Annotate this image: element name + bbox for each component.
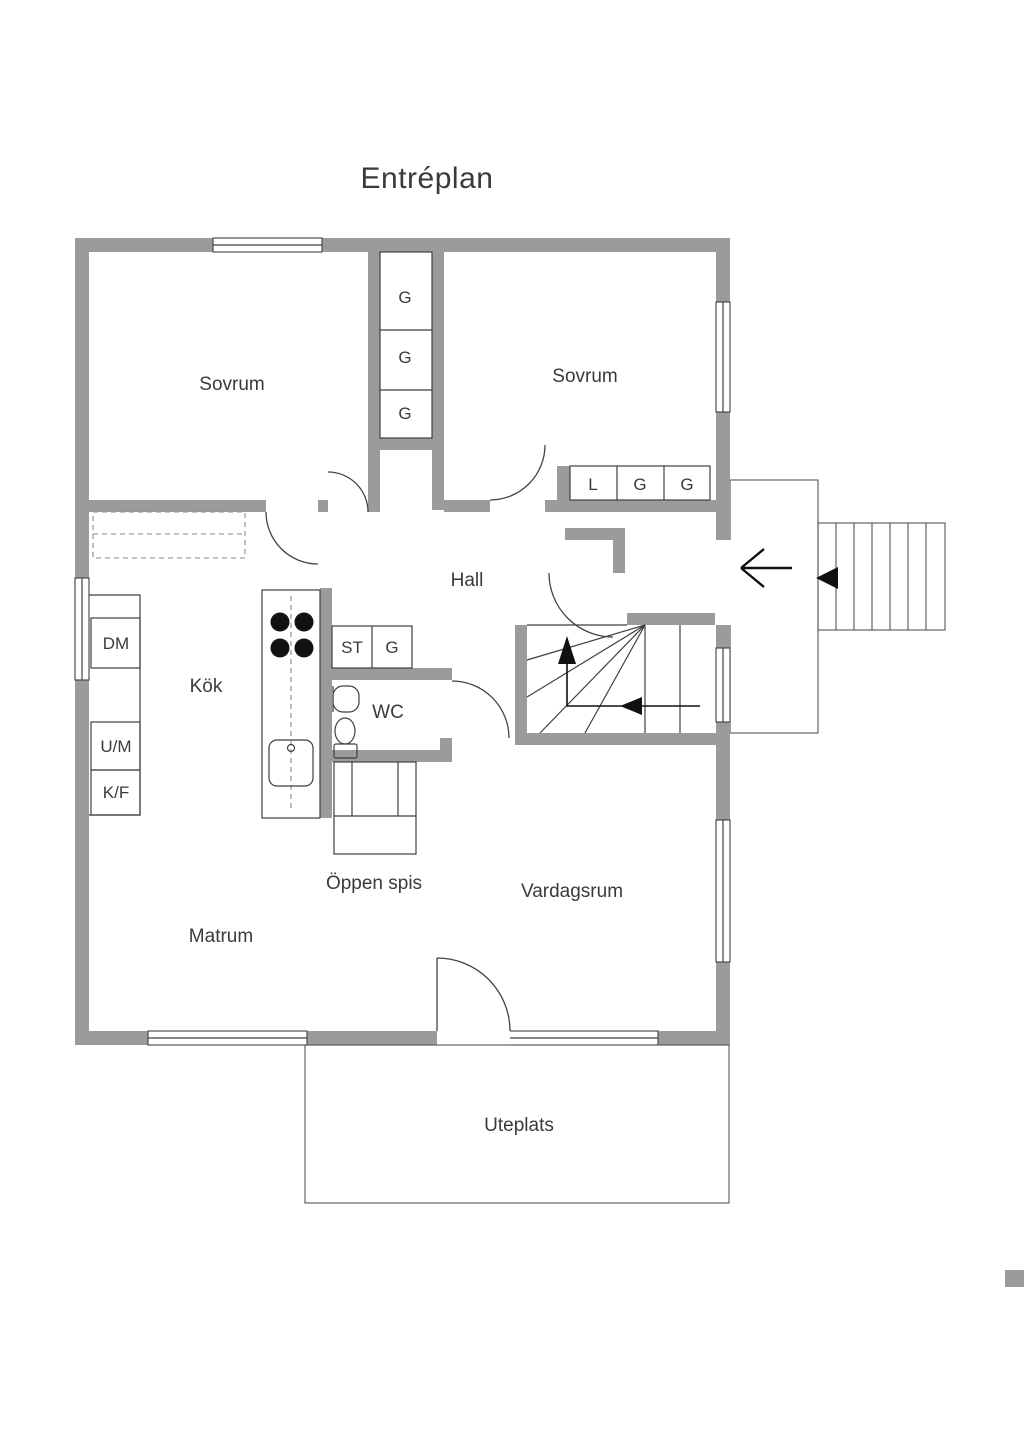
cabinet-label: G — [385, 638, 398, 657]
kitchen-fixtures — [89, 589, 321, 819]
fireplace — [333, 761, 417, 855]
room-label-bedroom-right: Sovrum — [552, 366, 617, 387]
closets — [92, 251, 711, 669]
room-label-wc: WC — [372, 702, 404, 723]
stair-direction-arrow-icon — [816, 567, 838, 589]
kitchen-sink-icon — [268, 739, 314, 787]
exterior-entry — [729, 479, 946, 734]
bedroom-left-door — [327, 471, 369, 513]
kitchen-island — [261, 589, 321, 819]
entry-inner-door — [548, 572, 614, 638]
storage-labels: G G G L G G ST G DM U/M K/F — [100, 288, 693, 802]
closet-label: G — [633, 475, 646, 494]
cabinet-label: ST — [341, 638, 363, 657]
entry-arrow-icon — [740, 548, 792, 588]
closet-label: G — [398, 404, 411, 423]
plan-title: Entréplan — [361, 162, 494, 195]
door-arcs — [265, 444, 614, 1032]
kitchen-door — [265, 511, 319, 565]
interior-stair — [526, 624, 700, 734]
porch-outline — [729, 479, 819, 734]
dishwasher — [90, 617, 141, 669]
room-labels: Sovrum Sovrum Hall Kök WC Öppen spis Var… — [189, 366, 623, 1136]
fridge-freezer — [90, 769, 141, 816]
closet-label: G — [680, 475, 693, 494]
kitchen-counter — [89, 594, 141, 816]
room-label-bedroom-left: Sovrum — [199, 374, 264, 395]
appliance-label-kf: K/F — [103, 783, 129, 802]
room-label-living: Vardagsrum — [521, 881, 623, 902]
patio-door — [436, 957, 511, 1032]
closet-label: G — [398, 288, 411, 307]
room-label-fireplace: Öppen spis — [326, 873, 422, 894]
windows — [74, 237, 731, 1046]
wc-fixtures — [332, 685, 360, 759]
stair-left-arrow-icon — [620, 697, 642, 715]
wc-sink-icon — [332, 685, 360, 713]
corner-mark — [1005, 1270, 1024, 1287]
stair-up-arrow-icon — [558, 636, 576, 664]
closet-label: L — [588, 475, 597, 494]
patio-door-opening — [437, 1030, 510, 1046]
room-label-patio: Uteplats — [484, 1115, 554, 1136]
appliance-label-um: U/M — [100, 737, 131, 756]
stove-icon — [270, 612, 314, 658]
bedroom-right-door — [489, 444, 546, 501]
wc-door — [451, 680, 510, 739]
toilet-icon — [333, 717, 358, 759]
interior-walls — [89, 252, 716, 818]
patio-outline — [304, 1044, 730, 1204]
entry-door-opening — [715, 540, 731, 625]
room-label-hall: Hall — [451, 570, 484, 591]
room-label-kitchen: Kök — [190, 676, 223, 697]
closet-label: G — [398, 348, 411, 367]
appliance-label-dm: DM — [103, 634, 129, 653]
room-label-dining: Matrum — [189, 926, 253, 947]
